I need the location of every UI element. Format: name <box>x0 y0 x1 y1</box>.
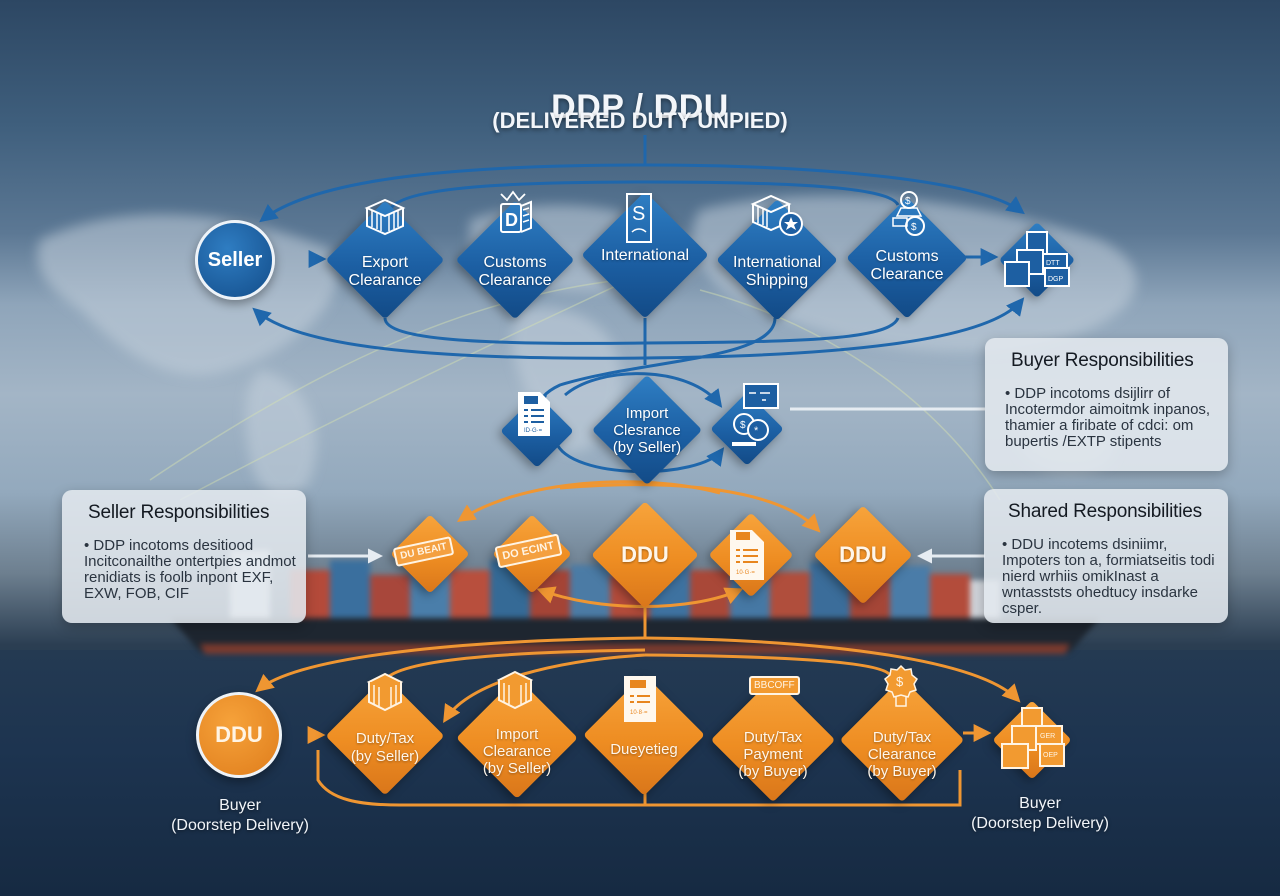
ddp-destination-node[interactable]: DTT DGP <box>995 218 1079 302</box>
step-label: International Shipping <box>732 254 822 289</box>
box-tag: DTT <box>1046 260 1060 267</box>
ddp-step-customs-clearance[interactable]: D Customs Clearance <box>455 190 575 320</box>
ddp-step-export-clearance[interactable]: Export Clearance <box>325 198 445 320</box>
seller-responsibilities-panel: Seller Responsibilities • DDP incotoms d… <box>62 490 306 623</box>
import-clearance-by-seller-node[interactable]: Import Clesrance (by Seller) <box>591 372 703 488</box>
import-payment-node[interactable]: $ * <box>708 383 786 468</box>
document-icon: 10·G·= <box>730 530 764 580</box>
step-label: Import Clearance (by Seller) <box>482 725 552 777</box>
svg-text:10·8·=: 10·8·= <box>630 710 648 716</box>
shared-responsibilities-panel: Shared Responsibilities • DDU incotems d… <box>984 489 1228 623</box>
ddu-center-node[interactable]: DDU <box>588 500 702 610</box>
sign-text: BBCOFF <box>754 680 795 691</box>
import-document-node[interactable]: ID·G·= <box>498 392 576 470</box>
ddu-step-dueyetieg[interactable]: 10·8·= Dueyetieg <box>582 670 706 800</box>
ddp-step-international-shipping[interactable]: International Shipping <box>715 194 839 321</box>
step-label: DDU <box>839 542 887 567</box>
seller-node-label: Seller <box>207 248 263 271</box>
ddu-buyer-node-label: DDU <box>215 722 263 747</box>
svg-text:$: $ <box>911 222 917 233</box>
buyer-doorstep-caption-right: Buyer (Doorstep Delivery) <box>971 795 1109 832</box>
ddu-stamp-node-2[interactable]: DO ECINT <box>490 512 574 596</box>
step-label: Duty/Tax Payment (by Buyer) <box>738 728 808 780</box>
buyer-doorstep-caption-left: Buyer (Doorstep Delivery) <box>171 797 309 834</box>
buyer-responsibilities-panel: Buyer Responsibilities • DDP incotoms ds… <box>985 338 1228 471</box>
ddu-step-import-clearance-by-seller[interactable]: Import Clearance (by Seller) <box>455 670 579 800</box>
dollar-invoice-icon: S <box>626 193 652 243</box>
dollar-badge-icon: $ <box>884 664 918 707</box>
container-with-seal-icon <box>750 194 803 236</box>
ddu-right-node[interactable]: DDU <box>812 504 914 606</box>
stacked-boxes-icon: DTT DGP <box>1004 231 1070 287</box>
step-label: Duty/Tax Clearance (by Buyer) <box>867 728 937 780</box>
panel-body: • DDP incotoms desitiood Incitconailthe … <box>84 537 296 602</box>
step-label: Export Clearance <box>348 254 422 289</box>
payment-coins-icon: $ * <box>732 383 779 446</box>
crate-icon <box>496 670 534 710</box>
step-label: Customs Clearance <box>478 254 552 289</box>
panel-title: Seller Responsibilities <box>88 502 270 523</box>
crate-icon <box>366 672 404 712</box>
customs-document-icon: D <box>500 190 532 233</box>
ddu-destination-node[interactable]: GER OEP <box>990 698 1074 782</box>
ddu-step-duty-tax-clearance-by-buyer[interactable]: $ Duty/Tax Clearance (by Buyer) <box>839 664 965 804</box>
ddu-document-node[interactable]: 10·G·= <box>706 510 796 600</box>
panel-title: Shared Responsibilities <box>1008 501 1202 522</box>
page-title: DDP / DDU <box>551 88 729 126</box>
step-label: Dueyetieg <box>610 741 678 758</box>
svg-text:*: * <box>754 425 759 437</box>
ddp-step-customs-clearance-2[interactable]: $ $ Customs Clearance <box>845 191 969 319</box>
step-label: DDU <box>621 542 669 567</box>
panel-body: • DDP incotoms dsijlirr of Incotermdor a… <box>1005 385 1211 450</box>
money-bags-icon: $ $ <box>892 191 925 236</box>
ddu-stamp-node-1[interactable]: DU BEAIT <box>388 512 472 596</box>
step-label: Customs Clearance <box>870 248 944 283</box>
step-label: Duty/Tax (by Seller) <box>350 730 420 765</box>
stacked-boxes-icon: GER OEP <box>1001 707 1065 769</box>
shipping-container-icon <box>364 198 406 236</box>
page-subtitle: (DELIVERED DUTY UNPIED) <box>492 108 788 133</box>
step-label: International <box>600 247 690 264</box>
svg-text:S: S <box>632 203 645 225</box>
svg-text:ID·G·=: ID·G·= <box>524 428 543 434</box>
svg-text:10·G·=: 10·G·= <box>736 570 755 576</box>
ddp-step-international[interactable]: S International <box>581 190 709 320</box>
document-icon: 10·8·= <box>624 676 656 722</box>
svg-text:$: $ <box>905 196 911 207</box>
ddu-step-duty-tax-by-seller[interactable]: Duty/Tax (by Seller) <box>325 672 445 796</box>
svg-text:D: D <box>505 210 518 230</box>
panel-body: • DDU incotems dsiniimr, Impoters ton a,… <box>1002 536 1215 617</box>
svg-text:$: $ <box>896 674 904 689</box>
box-tag: GER <box>1040 733 1055 740</box>
ddu-buyer-node[interactable]: DDU <box>196 692 282 778</box>
box-tag: DGP <box>1048 276 1064 283</box>
svg-text:$: $ <box>740 420 746 431</box>
box-tag: OEP <box>1043 752 1058 759</box>
seller-node[interactable]: Seller <box>195 220 275 300</box>
receipt-sign-icon: BBCOFF <box>749 676 800 695</box>
step-label: Import Clesrance (by Seller) <box>612 404 682 456</box>
ddu-step-duty-tax-payment-by-buyer[interactable]: BBCOFF Duty/Tax Payment (by Buyer) <box>710 676 836 804</box>
panel-title: Buyer Responsibilities <box>1011 350 1194 371</box>
document-icon: ID·G·= <box>518 392 550 436</box>
